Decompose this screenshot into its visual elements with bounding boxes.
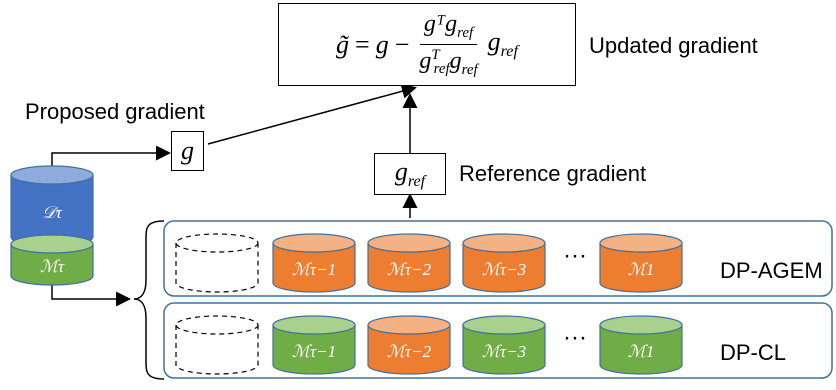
agem-memory-4: ℳ1 (599, 233, 683, 293)
agem-memory-3-label: ℳτ−3 (482, 260, 526, 279)
cl-memory-2: ℳτ−2 (367, 315, 451, 375)
cl-memory-3: ℳτ−3 (462, 315, 546, 375)
empty-slot-agem (175, 233, 259, 293)
formula-tail: gref (487, 27, 518, 61)
cl-memory-4: ℳ1 (599, 315, 683, 375)
update-formula: g̃ = g − gᵀgref gTrefgref gref (336, 11, 518, 77)
ellipsis-agem: ··· (563, 242, 587, 269)
arrow-memory-to-rows (51, 283, 131, 307)
cl-memory-3-label: ℳτ−3 (482, 342, 526, 361)
formula-box: g̃ = g − gᵀgref gTrefgref gref (278, 3, 576, 86)
updated-gradient-label: Updated gradient (589, 33, 758, 58)
dp-agem-label: DP-AGEM (720, 258, 823, 283)
memory-cylinder: ℳτ (10, 234, 94, 286)
cl-memory-1-label: ℳτ−1 (292, 342, 336, 361)
formula-numerator: gᵀgref (419, 11, 478, 45)
data-cylinder: 𝒟τ (10, 165, 94, 247)
gref-symbol: gref (394, 156, 426, 191)
formula-minus: − (394, 29, 410, 59)
proposed-gradient-label: Proposed gradient (25, 99, 205, 124)
curly-brace (133, 220, 165, 380)
arrow-g-to-formula (207, 83, 417, 145)
g-box: g (171, 131, 204, 171)
agem-memory-1-label: ℳτ−1 (292, 260, 336, 279)
cl-memory-2-label: ℳτ−2 (387, 342, 432, 361)
agem-memory-4-label: ℳ1 (628, 260, 655, 279)
formula-lhs: g̃ (336, 29, 350, 59)
agem-memory-2-label: ℳτ−2 (387, 260, 432, 279)
g-symbol: g (181, 136, 194, 165)
cl-memory-1: ℳτ−1 (272, 315, 356, 375)
formula-denominator: gTrefgref (419, 46, 478, 78)
dp-cl-label: DP-CL (720, 340, 787, 365)
formula-fraction: gᵀgref gTrefgref (415, 11, 481, 77)
formula-equals: = (355, 29, 370, 59)
gref-box: gref (374, 153, 446, 195)
memory-cylinder-label: ℳτ (40, 257, 65, 276)
data-cylinder-label: 𝒟τ (42, 203, 63, 222)
cl-memory-4-label: ℳ1 (628, 342, 655, 361)
ellipsis-cl: ··· (563, 324, 587, 351)
empty-slot-cl (175, 315, 259, 375)
formula-g: g (375, 29, 389, 59)
agem-memory-1: ℳτ−1 (272, 233, 356, 293)
agem-memory-2: ℳτ−2 (367, 233, 451, 293)
reference-gradient-label: Reference gradient (459, 161, 647, 186)
agem-memory-3: ℳτ−3 (462, 233, 546, 293)
